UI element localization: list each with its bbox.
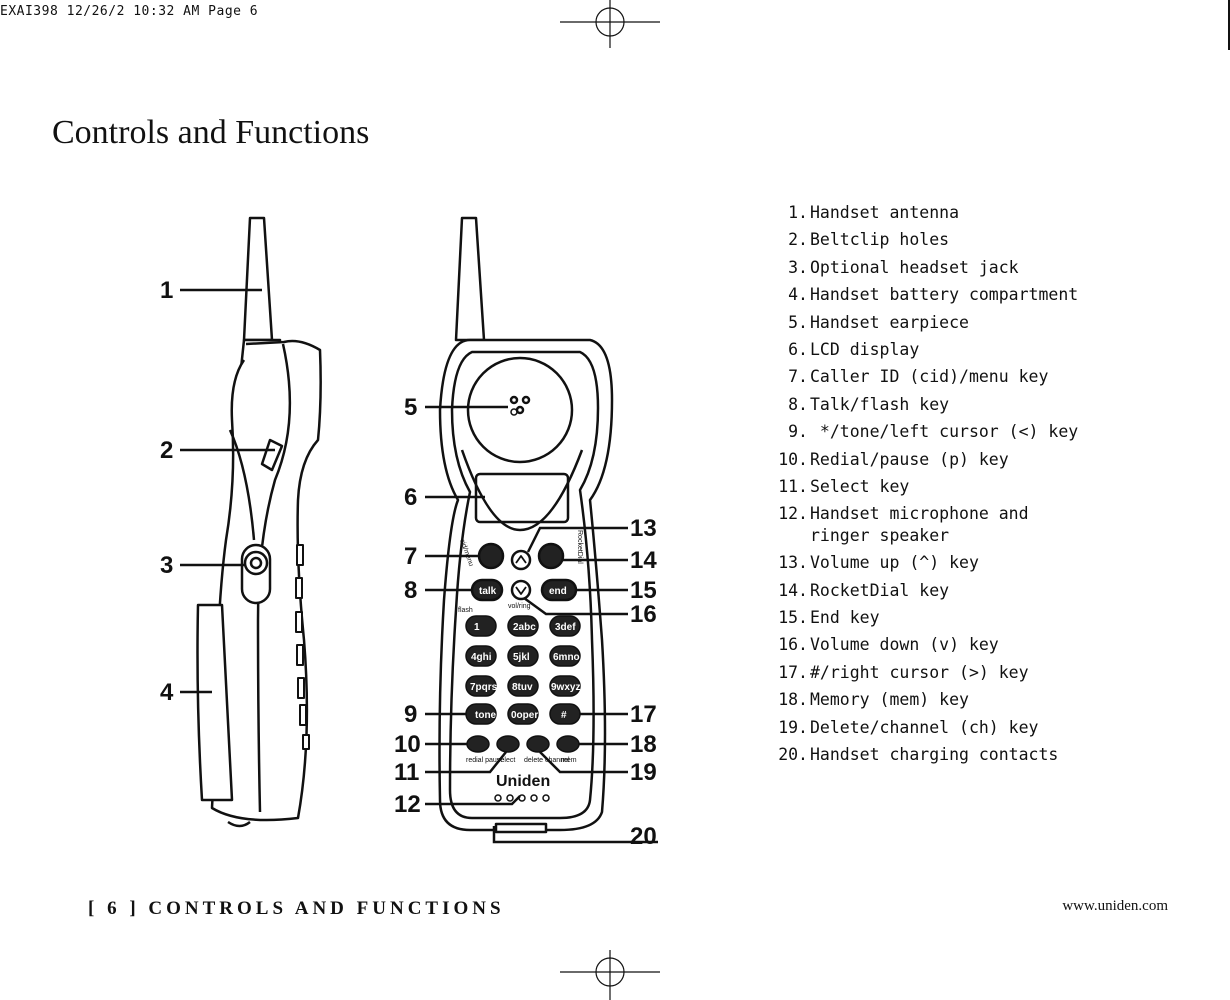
print-header: EXAI398 12/26/2 10:32 AM Page 6 — [0, 4, 259, 19]
footer-url[interactable]: www.uniden.com — [1062, 898, 1168, 914]
callout-5: 5 — [404, 394, 417, 421]
callout-2: 2 — [160, 437, 173, 464]
key-8: 8tuv — [512, 682, 533, 693]
key-6: 6mno — [553, 652, 580, 663]
key-9: 9wxyz — [551, 682, 580, 693]
key-4: 4ghi — [471, 652, 492, 663]
list-item: 14.RocketDial key — [778, 580, 950, 600]
callout-12: 12 — [394, 791, 421, 818]
list-item: 2.Beltclip holes — [788, 230, 950, 250]
callout-9: 9 — [404, 701, 417, 728]
callout-1: 1 — [160, 277, 173, 304]
list-item: 20.Handset charging contacts — [778, 745, 1059, 765]
list-item: 11.Select key — [778, 476, 910, 496]
charging-contacts — [494, 822, 548, 834]
callout-19: 19 — [630, 759, 657, 786]
callout-20: 20 — [630, 823, 657, 850]
list-item: 15.End key — [778, 608, 880, 628]
page-title: Controls and Functions — [52, 114, 370, 151]
side-antenna — [242, 216, 274, 342]
mem-label: mem — [561, 757, 577, 764]
callout-18: 18 — [630, 731, 657, 758]
vol-ring-label: vol/ring — [508, 603, 531, 610]
callout-11: 11 — [394, 759, 419, 786]
list-item: 12.Handset microphone and ringer speaker — [778, 504, 1029, 546]
key-star: tone — [475, 710, 497, 721]
earpiece-area — [466, 356, 574, 464]
page-edge-line — [1228, 0, 1230, 50]
key-1: 1 — [474, 622, 480, 633]
key-2: 2abc — [513, 622, 536, 633]
volume-up-key — [510, 549, 532, 571]
list-item: 17.#/right cursor (>) key — [778, 662, 1029, 682]
battery-compartment — [196, 603, 234, 802]
key-5: 5jkl — [513, 652, 530, 663]
callout-7: 7 — [404, 543, 417, 570]
end-key-label: end — [549, 586, 567, 597]
list-item: 10.Redial/pause (p) key — [778, 449, 1009, 469]
callout-3: 3 — [160, 552, 173, 579]
list-item: 4.Handset battery compartment — [788, 285, 1079, 305]
list-item: 16.Volume down (v) key — [778, 635, 999, 655]
list-item: 8.Talk/flash key — [788, 394, 950, 414]
callout-15: 15 — [630, 577, 657, 604]
crop-mark-bottom — [560, 950, 660, 1000]
controls-list: 1.Handset antenna 2.Beltclip holes 3.Opt… — [760, 202, 1078, 771]
list-item: 13.Volume up (^) key — [778, 553, 979, 573]
key-7: 7pqrs — [470, 682, 498, 693]
list-item: 9. */tone/left cursor (<) key — [788, 422, 1079, 442]
list-item: 7.Caller ID (cid)/menu key — [788, 367, 1049, 387]
select-label: select — [497, 757, 515, 764]
crop-mark-top — [560, 0, 660, 48]
front-antenna — [454, 216, 486, 342]
cid-menu-key — [477, 542, 505, 570]
key-3: 3def — [555, 622, 576, 633]
flash-label: flash — [458, 607, 473, 614]
handset-diagram: talk end flash vol/ring 1 2abc 3def 4ghi… — [160, 216, 658, 850]
redial-pause-key — [466, 735, 490, 753]
lcd-display — [474, 472, 570, 524]
callout-10: 10 — [394, 731, 421, 758]
redial-label: redial pause — [466, 757, 504, 764]
callout-13: 13 — [630, 515, 657, 542]
delete-channel-key — [526, 735, 550, 753]
callout-16: 16 — [630, 601, 657, 628]
callout-8: 8 — [404, 577, 417, 604]
rocketdial-key — [537, 542, 565, 570]
list-item: 6.LCD display — [788, 339, 920, 359]
mem-key — [556, 735, 580, 753]
talk-key-label: talk — [479, 586, 497, 597]
callout-4: 4 — [160, 679, 174, 706]
select-key — [496, 735, 520, 753]
callout-17: 17 — [630, 701, 657, 728]
list-item: 18.Memory (mem) key — [778, 690, 969, 710]
callout-6: 6 — [404, 484, 417, 511]
beltclip-hole — [260, 438, 284, 472]
volume-down-key — [510, 579, 532, 601]
list-item: 5.Handset earpiece — [788, 312, 969, 332]
brand-logo: Uniden — [496, 773, 550, 790]
list-item: 3.Optional headset jack — [788, 257, 1019, 277]
footer-section-title: [ 6 ] CONTROLS AND FUNCTIONS — [88, 898, 505, 919]
rocketdial-label: RocketDial — [576, 530, 583, 564]
list-item: 1.Handset antenna — [788, 203, 960, 222]
key-0: 0oper — [511, 710, 538, 721]
key-hash: # — [561, 710, 567, 721]
list-item: 19.Delete/channel (ch) key — [778, 717, 1039, 737]
callout-14: 14 — [630, 547, 657, 574]
